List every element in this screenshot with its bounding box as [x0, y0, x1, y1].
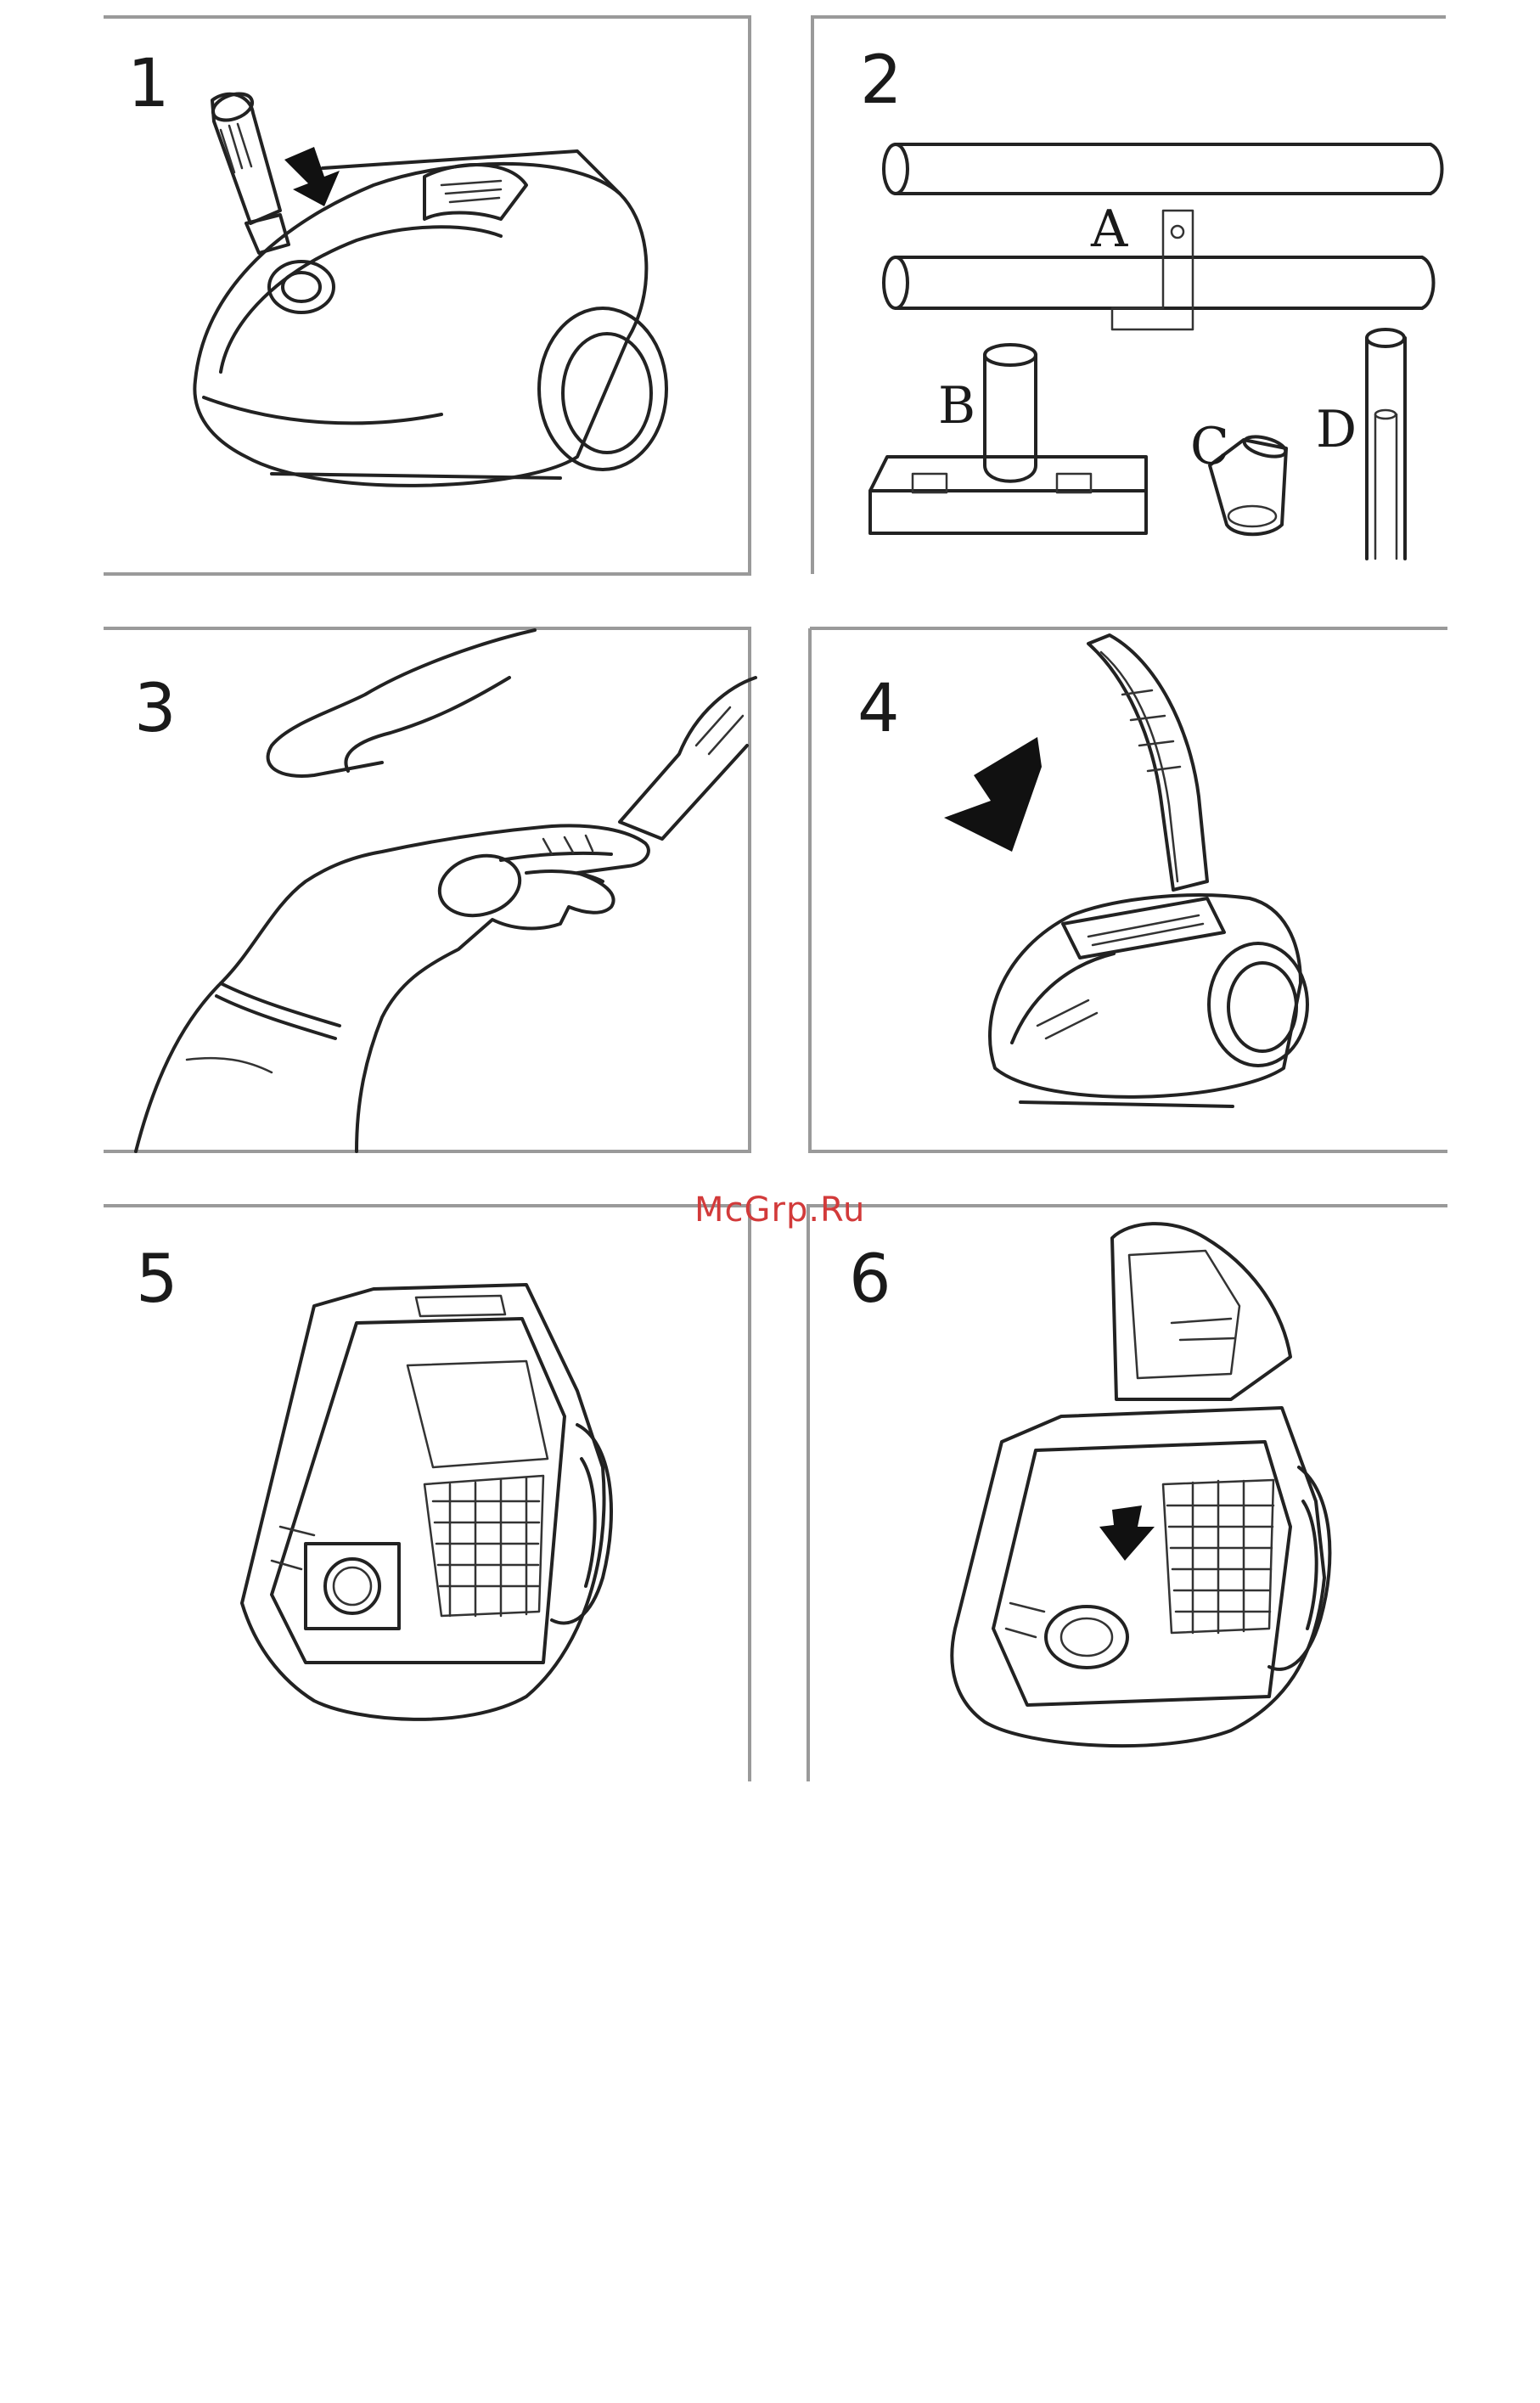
hand-with-nozzle-icon: [136, 630, 756, 1151]
watermark: McGrp.Ru: [694, 1190, 865, 1230]
panel-4: 4: [808, 627, 1447, 1153]
vacuum-bag-insert-icon: [952, 1224, 1329, 1746]
vacuum-top-view-icon: [242, 1285, 611, 1719]
panel-3-illustration: [102, 627, 751, 1153]
step-number: 4: [857, 676, 900, 742]
slim-tube-icon: [1367, 329, 1405, 559]
down-arrow-icon: [284, 147, 340, 206]
panel-5-illustration: [102, 1204, 751, 1781]
floor-brush-icon: [870, 345, 1146, 533]
panel-2: 2 A B C D: [811, 15, 1447, 576]
step-number: 3: [134, 676, 177, 742]
panel-1: 1: [102, 15, 751, 576]
hose-end-icon: [210, 89, 289, 253]
part-label-c: C: [1190, 421, 1229, 472]
panel-5: 5: [102, 1204, 751, 1781]
part-label-a: A: [1091, 204, 1127, 255]
vacuum-cleaner-icon: [194, 151, 666, 486]
panel-6-illustration: [807, 1204, 1447, 1781]
panel-6: 6: [807, 1204, 1447, 1781]
vacuum-open-lid-icon: [990, 635, 1307, 1106]
step-number: 6: [849, 1247, 891, 1313]
part-label-d: D: [1316, 404, 1357, 455]
step-number: 2: [860, 48, 902, 114]
panel-3: 3: [102, 627, 751, 1153]
panel-4-illustration: [808, 627, 1447, 1153]
panel-1-illustration: [102, 15, 751, 576]
step-number: 1: [127, 51, 170, 117]
extension-tube-icon: [884, 144, 1442, 329]
insert-arrow-icon: [1099, 1505, 1155, 1561]
step-number: 5: [136, 1247, 178, 1313]
panel-2-illustration: [811, 15, 1447, 576]
part-label-b: B: [938, 380, 975, 431]
push-down-arrow-icon: [944, 737, 1042, 852]
